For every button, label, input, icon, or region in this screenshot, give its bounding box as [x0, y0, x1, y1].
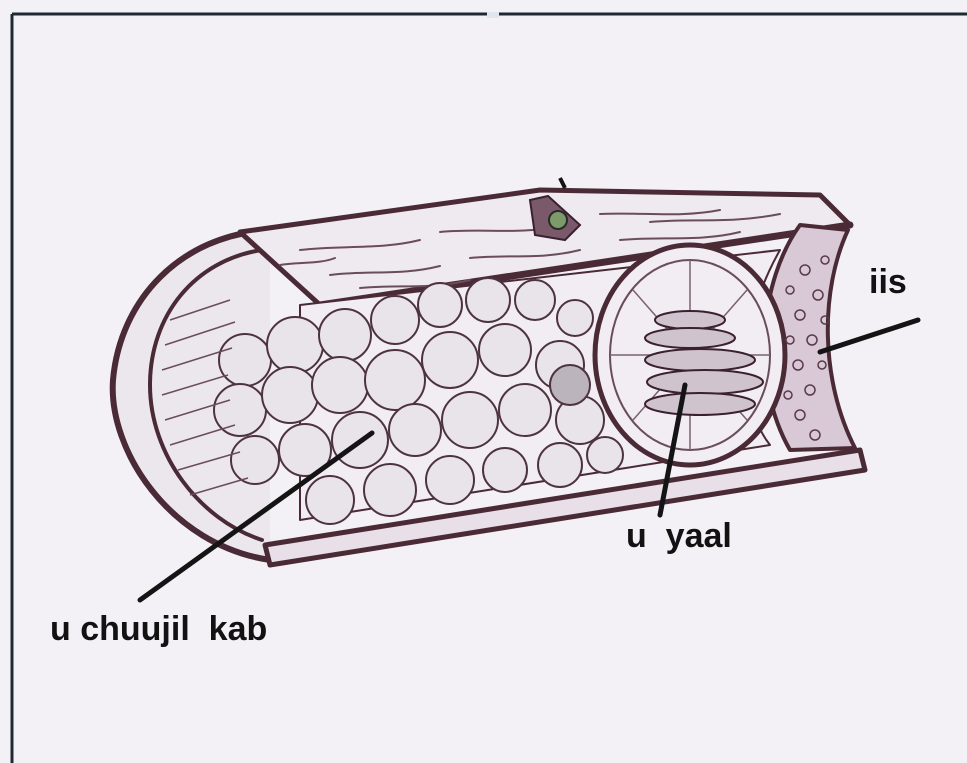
- label-iis: iis: [869, 265, 907, 299]
- label-u-yaal: u yaal: [626, 519, 732, 553]
- cross-section-disc: [595, 245, 785, 465]
- label-u-chuujil-kab: u chuujil kab: [50, 612, 267, 646]
